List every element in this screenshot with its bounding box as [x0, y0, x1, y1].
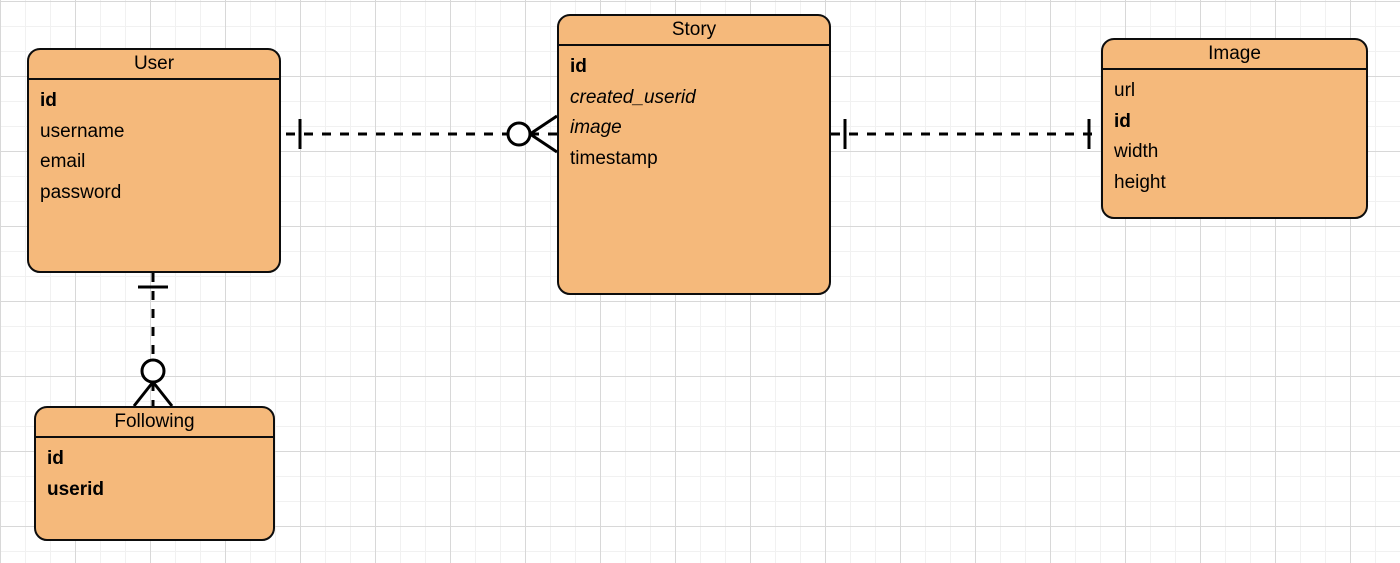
attribute-story-created-userid: created_userid — [570, 86, 696, 108]
relationship-user-following-zero-circle — [140, 358, 166, 384]
entity-user-title: User — [29, 50, 279, 80]
entity-following-attributes: id userid — [36, 438, 273, 505]
relationship-story-image[interactable] — [831, 119, 1101, 149]
entity-user-attributes: id username email password — [29, 80, 279, 208]
attribute-story-timestamp: timestamp — [570, 147, 658, 169]
relationship-user-story-crowsfoot-upper — [529, 114, 558, 136]
entity-story-attributes: id created_userid image timestamp — [559, 46, 829, 174]
entity-story[interactable]: Story id created_userid image timestamp — [557, 14, 831, 295]
relationship-user-story-zero-circle — [506, 121, 532, 147]
entity-story-title: Story — [559, 16, 829, 46]
relationship-user-following-crowsfoot-right — [151, 381, 174, 407]
attribute-user-id: id — [40, 90, 57, 111]
entity-image-attributes: url id width height — [1103, 70, 1366, 198]
relationship-user-story-crowsfoot-lower — [529, 132, 558, 154]
attribute-image-url: url — [1114, 80, 1136, 101]
entity-image-title: Image — [1103, 40, 1366, 70]
relationship-user-story[interactable] — [286, 114, 558, 154]
entity-following[interactable]: Following id userid — [34, 406, 275, 541]
attribute-story-image: image — [570, 117, 622, 138]
attribute-user-password: password — [40, 181, 122, 203]
relationship-user-following-crowsfoot-left — [132, 381, 155, 407]
attribute-following-id: id — [47, 448, 64, 469]
attribute-image-id: id — [1114, 110, 1131, 132]
relationship-user-following[interactable] — [132, 273, 174, 407]
entity-image[interactable]: Image url id width height — [1101, 38, 1368, 219]
attribute-image-height: height — [1114, 171, 1166, 193]
attribute-user-username: username — [40, 120, 125, 142]
attribute-image-width: width — [1114, 141, 1159, 162]
attribute-following-userid: userid — [47, 478, 105, 500]
entity-following-title: Following — [36, 408, 273, 438]
attribute-story-id: id — [570, 56, 587, 77]
attribute-user-email: email — [40, 151, 86, 172]
entity-user[interactable]: User id username email password — [27, 48, 281, 273]
